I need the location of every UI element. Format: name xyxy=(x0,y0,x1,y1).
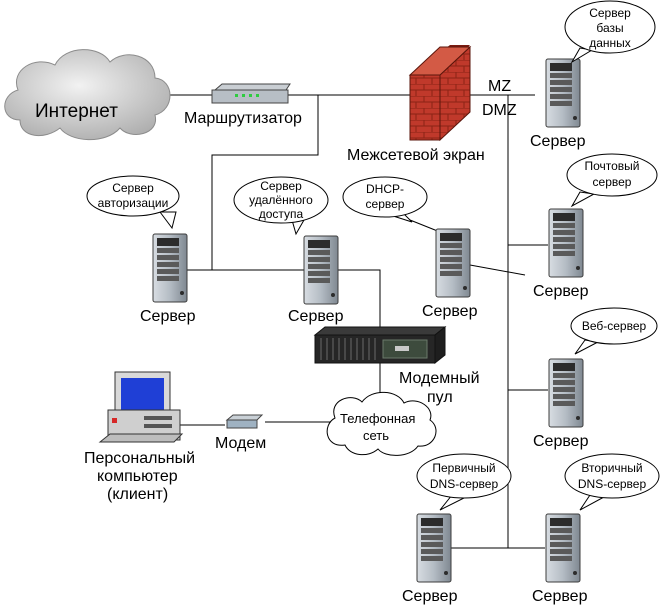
modem-label: Модем xyxy=(215,435,266,452)
bubble-db: Сервер базы данных xyxy=(564,0,656,64)
pc-client: Персональный компьютер (клиент) xyxy=(84,371,195,503)
internet-cloud: Интернет xyxy=(4,49,171,141)
bubble-remote-line-3: доступа xyxy=(259,207,304,221)
server-dhcp-label: Сервер xyxy=(422,303,478,320)
bubble-dns2-line-2: DNS-сервер xyxy=(578,477,647,491)
server-web: Сервер xyxy=(533,358,589,450)
zone-mz-label: MZ xyxy=(488,78,511,95)
bubble-auth: Сервер авторизации xyxy=(86,175,180,230)
server-remote-label: Сервер xyxy=(288,308,344,325)
line-dmz-dhcp xyxy=(469,264,526,276)
bubble-auth-line-1: Сервер xyxy=(112,181,154,195)
server-dns1-label: Сервер xyxy=(402,588,458,605)
server-dhcp: Сервер xyxy=(422,228,478,320)
bubble-dhcp-line-1: DHCP- xyxy=(366,182,404,196)
bubble-mail: Почтовый сервер xyxy=(566,153,658,208)
bubble-dns1-line-2: DNS-сервер xyxy=(430,477,499,491)
zone-dmz-label: DMZ xyxy=(482,102,517,119)
bubble-remote: Сервер удалённого доступа xyxy=(233,176,329,236)
connection-lines xyxy=(160,94,548,549)
phone-network-label-2: сеть xyxy=(363,428,389,443)
server-auth-label: Сервер xyxy=(140,308,196,325)
bubble-dns2: Вторичный DNS-сервер xyxy=(564,453,660,511)
modem-device: Модем xyxy=(215,414,266,452)
server-remote: Сервер xyxy=(288,235,344,325)
bubble-db-line-1: Сервер xyxy=(589,6,631,20)
phone-network: Телефонная сеть xyxy=(326,391,437,456)
server-auth: Сервер xyxy=(140,233,196,325)
line-router-lan xyxy=(182,95,319,271)
bubble-dns1-line-1: Первичный xyxy=(432,461,495,475)
server-db-label: Сервер xyxy=(530,133,586,150)
server-mail: Сервер xyxy=(533,208,589,300)
bubble-dns1: Первичный DNS-сервер xyxy=(416,453,512,511)
server-web-label: Сервер xyxy=(533,433,589,450)
bubble-mail-line-2: сервер xyxy=(593,175,632,189)
firewall-wall: Межсетевой экран MZ DMZ xyxy=(347,45,517,164)
server-db: Сервер xyxy=(530,58,586,150)
modem-pool: Модемный пул xyxy=(313,325,480,406)
bubble-remote-line-1: Сервер xyxy=(260,179,302,193)
bubble-remote-line-2: удалённого xyxy=(249,193,313,207)
bubble-web: Веб-сервер xyxy=(570,307,658,355)
line-firewall-dmz xyxy=(458,94,509,548)
bubble-mail-line-1: Почтовый xyxy=(584,159,639,173)
internet-label: Интернет xyxy=(35,101,118,122)
server-dns1: Сервер xyxy=(402,513,458,605)
bubble-dhcp: DHCP- сервер xyxy=(342,176,428,223)
router-label: Маршрутизатор xyxy=(184,110,302,127)
pc-label-1: Персональный xyxy=(84,450,195,467)
phone-network-label-1: Телефонная xyxy=(340,411,415,426)
modem-pool-label-1: Модемный xyxy=(399,370,480,387)
bubble-dns2-line-1: Вторичный xyxy=(581,461,642,475)
server-dns2-label: Сервер xyxy=(532,588,588,605)
line-remote-pool xyxy=(335,269,381,412)
line-dhcp-lan xyxy=(409,219,441,233)
server-dns2: Сервер xyxy=(532,513,588,605)
modem-pool-label-2: пул xyxy=(427,389,453,406)
firewall-label: Межсетевой экран xyxy=(347,147,485,164)
pc-label-3: (клиент) xyxy=(107,486,168,503)
server-mail-label: Сервер xyxy=(533,283,589,300)
router-device: Маршрутизатор xyxy=(184,83,302,127)
bubble-db-line-3: данных xyxy=(589,36,631,50)
bubble-auth-line-2: авторизации xyxy=(98,196,169,210)
bubble-dhcp-line-2: сервер xyxy=(366,197,405,211)
pc-label-2: компьютер xyxy=(97,468,178,485)
bubble-web-line-1: Веб-сервер xyxy=(582,319,647,333)
bubble-db-line-2: базы xyxy=(596,21,623,35)
